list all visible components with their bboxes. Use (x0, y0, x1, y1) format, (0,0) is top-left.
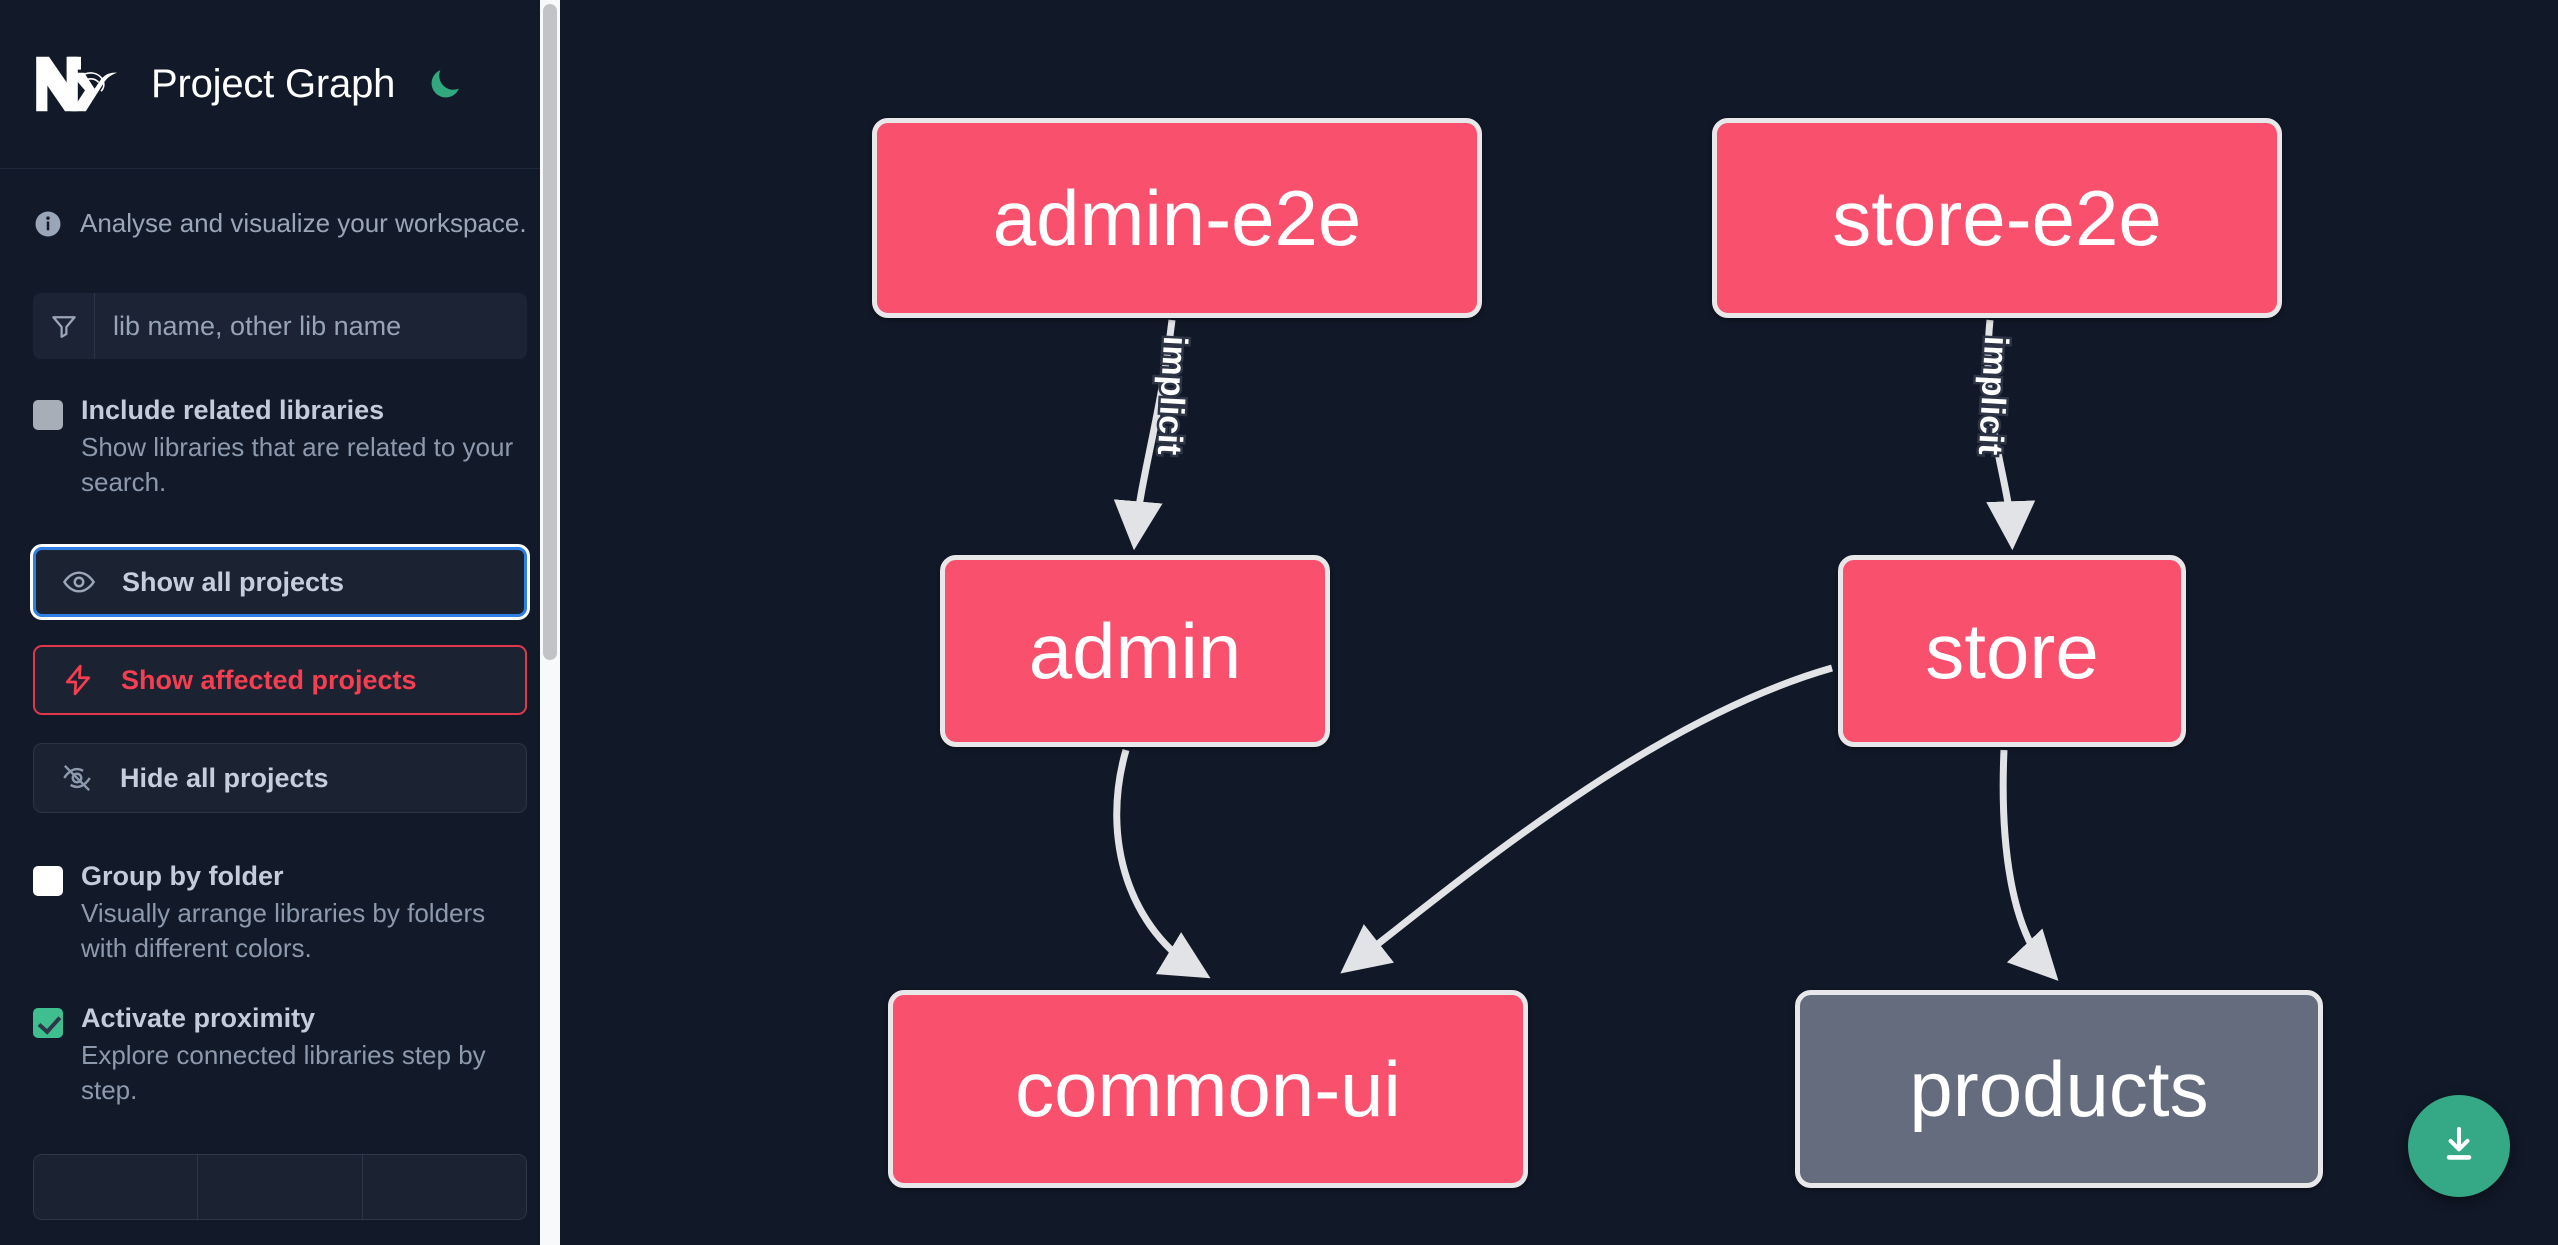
sidebar: Project Graph Analyse and visualize yo (0, 0, 560, 1245)
checkbox-group-by-folder[interactable] (33, 866, 63, 897)
edge-label-implicit-admin: implicit (1150, 335, 1194, 456)
proximity-segmented-control[interactable] (33, 1153, 527, 1220)
sidebar-scroll-area[interactable]: Project Graph Analyse and visualize yo (0, 0, 560, 1245)
edge-store-to-products (1999, 749, 2059, 981)
graph-node-label: admin-e2e (992, 173, 1362, 262)
option-description: Show libraries that are related to your … (81, 432, 514, 497)
option-description: Visually arrange libraries by folders wi… (81, 898, 486, 963)
sidebar-scrollbar[interactable] (540, 0, 560, 1245)
edge-labels: implicit implicit (1147, 333, 2017, 459)
edge-store-e2e-to-store (1984, 319, 2036, 551)
download-graph-button[interactable] (2408, 1095, 2510, 1197)
search-field-wrapper[interactable] (33, 293, 527, 359)
segment-2[interactable] (198, 1154, 363, 1219)
info-icon (33, 209, 63, 244)
workspace-info-text: Analyse and visualize your workspace. (80, 208, 527, 238)
show-affected-projects-button[interactable]: Show affected projects (33, 645, 527, 716)
download-icon (2436, 1121, 2482, 1172)
graph-node-label: products (1909, 1044, 2209, 1133)
graph-node-label: store-e2e (1832, 173, 2162, 262)
sidebar-scrollbar-thumb[interactable] (543, 4, 557, 660)
graph-node-store-e2e[interactable]: store-e2e (1712, 118, 2282, 318)
graph-node-label: common-ui (1015, 1044, 1401, 1133)
checkbox-activate-proximity[interactable] (33, 1008, 63, 1039)
option-description: Explore connected libraries step by step… (81, 1040, 486, 1106)
segment-3[interactable] (362, 1154, 526, 1219)
segment-1[interactable] (34, 1154, 199, 1219)
eye-icon (62, 565, 100, 599)
graph-node-admin-e2e[interactable]: admin-e2e (872, 118, 1482, 318)
page-title: Project Graph (151, 61, 396, 106)
filter-funnel-icon (33, 293, 95, 359)
sidebar-header: Project Graph (0, 0, 560, 169)
edge-admin-e2e-to-admin (1113, 319, 1176, 551)
workspace-info: Analyse and visualize your workspace. (0, 169, 560, 244)
graph-node-products[interactable]: products (1795, 990, 2323, 1188)
option-include-related-libraries[interactable]: Include related libraries Show libraries… (0, 395, 560, 499)
show-all-projects-label: Show all projects (122, 566, 345, 597)
hide-all-projects-button[interactable]: Hide all projects (33, 743, 527, 814)
option-text-group: Activate proximity Explore connected lib… (81, 1003, 527, 1107)
option-label: Activate proximity (81, 1003, 316, 1034)
graph-edges-layer: implicit implicit (1113, 319, 2059, 981)
graph-node-label: store (1925, 606, 2099, 695)
moon-icon[interactable] (423, 62, 467, 106)
show-affected-projects-label: Show affected projects (121, 664, 417, 695)
edge-label-implicit-store: implicit (1971, 335, 2015, 456)
edge-store-to-common-ui (1340, 664, 1833, 974)
option-label: Group by folder (81, 861, 284, 892)
checkbox-include-related-libraries[interactable] (33, 400, 63, 430)
edge-admin-to-common-ui (1113, 749, 1211, 979)
option-label: Include related libraries (81, 395, 385, 425)
option-text-group: Group by folder Visually arrange librari… (81, 861, 527, 965)
graph-node-common-ui[interactable]: common-ui (888, 990, 1528, 1188)
graph-canvas[interactable]: implicit implicit admin-e2e store-e2e admi… (560, 0, 2558, 1245)
option-activate-proximity[interactable]: Activate proximity Explore connected lib… (0, 1003, 560, 1107)
show-all-projects-button[interactable]: Show all projects (33, 547, 527, 618)
option-text-group: Include related libraries Show libraries… (81, 395, 527, 499)
graph-node-label: admin (1028, 606, 1242, 695)
lightning-icon (61, 663, 99, 697)
hide-all-projects-label: Hide all projects (120, 762, 329, 793)
nx-logo-icon (33, 52, 129, 116)
graph-node-admin[interactable]: admin (940, 555, 1330, 747)
option-group-by-folder[interactable]: Group by folder Visually arrange librari… (0, 861, 560, 965)
search-input[interactable] (95, 293, 527, 359)
eye-off-icon (60, 761, 98, 795)
graph-node-store[interactable]: store (1838, 555, 2186, 747)
